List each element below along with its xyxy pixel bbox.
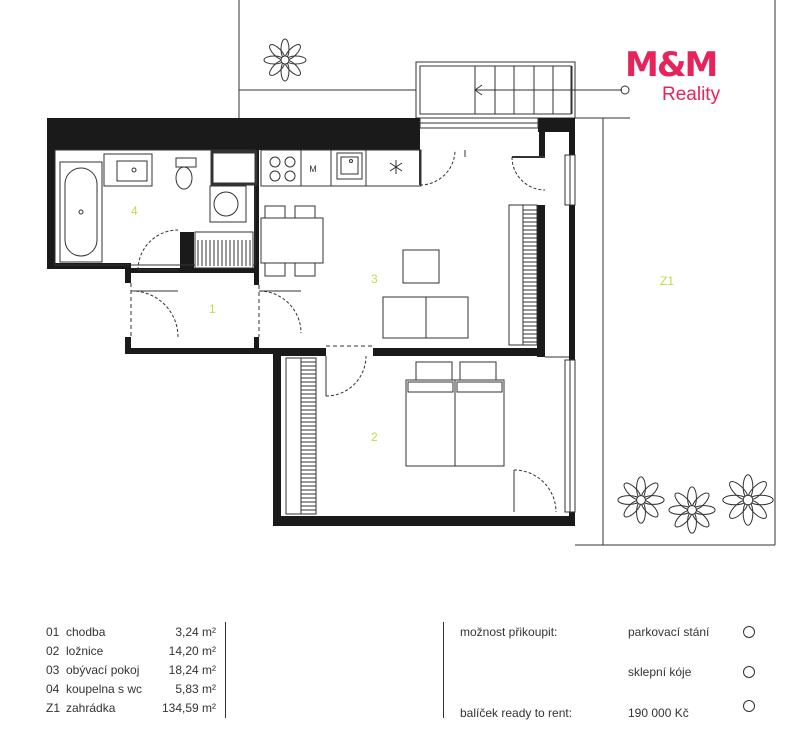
microwave-label: M — [309, 164, 317, 174]
room-code: 02 — [46, 644, 60, 658]
room-number-4: 4 — [131, 204, 138, 218]
room-area: 134,59 m² — [161, 701, 216, 715]
wardrobe-hatching — [197, 209, 537, 511]
garden-boundary — [238, 0, 776, 546]
divider — [443, 622, 444, 718]
exterior-staircase — [415, 61, 630, 119]
room-area: 5,83 m² — [175, 682, 216, 696]
floor-plan: M — [47, 0, 776, 546]
room-code: 03 — [46, 663, 60, 677]
room-number-3: 3 — [371, 272, 378, 286]
room-name: chodba — [66, 625, 106, 639]
room-name: koupelna s wc — [66, 682, 143, 696]
divider — [225, 622, 226, 718]
room-row: Z1 zahrádka 134,59 m² — [46, 700, 216, 716]
room-area: 18,24 m² — [168, 663, 216, 677]
bathroom-fixtures — [59, 150, 258, 263]
doors — [130, 149, 557, 513]
room-code: 01 — [46, 625, 60, 639]
cellar-option-label: sklepní kóje — [628, 665, 692, 679]
room-row: 02 ložnice 14,20 m² — [46, 643, 216, 659]
windows — [419, 117, 576, 513]
kitchen-counter — [260, 149, 422, 187]
interior-lines — [54, 149, 569, 358]
room-code: 04 — [46, 682, 60, 696]
package-label: balíček ready to rent: — [460, 706, 573, 720]
room-area: 3,24 m² — [175, 625, 216, 639]
logo-mm: M&M — [625, 45, 718, 85]
living-furniture — [260, 205, 469, 339]
room-name: obývací pokoj — [66, 663, 140, 677]
package-price: 190 000 Kč — [628, 706, 689, 720]
package-option-checkbox[interactable] — [743, 700, 755, 712]
room-name: zahrádka — [66, 701, 116, 715]
room-row: 03 obývací pokoj 18,24 m² — [46, 662, 216, 678]
parking-option-checkbox[interactable] — [743, 626, 755, 638]
room-code: Z1 — [46, 701, 61, 715]
room-row: 04 koupelna s wc 5,83 m² — [46, 681, 216, 697]
room-name: ložnice — [66, 644, 104, 658]
double-bed — [405, 361, 505, 467]
room-number-2: 2 — [371, 430, 378, 444]
plant-icon — [263, 38, 774, 534]
logo-reality: Reality — [662, 84, 721, 105]
room-number-1: 1 — [209, 302, 216, 316]
cellar-option-checkbox[interactable] — [743, 666, 755, 678]
parking-option-label: parkovací stání — [628, 625, 710, 639]
walls — [47, 118, 575, 526]
room-row: 01 chodba 3,24 m² — [46, 624, 216, 640]
wardrobes — [194, 204, 538, 515]
room-area: 14,20 m² — [168, 644, 216, 658]
purchase-options-heading: možnost přikoupit: — [460, 625, 558, 639]
room-number-z1: Z1 — [660, 274, 675, 288]
